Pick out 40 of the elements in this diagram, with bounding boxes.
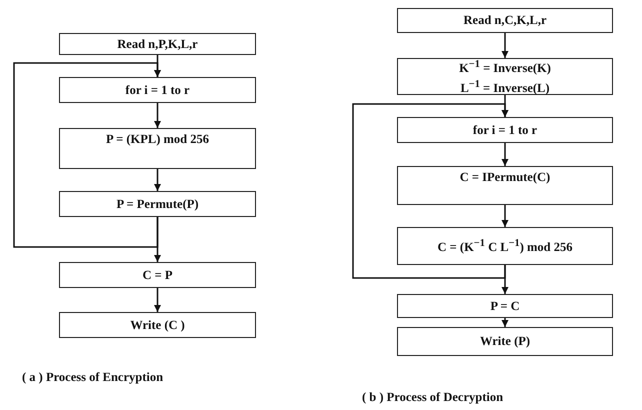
process-box <box>59 128 256 169</box>
process-box <box>397 227 613 265</box>
step-text: L$^{−1}$ = Inverse(L) <box>460 78 550 96</box>
step-text: P = C <box>490 298 520 314</box>
figure-caption: ( b ) Process of Decryption <box>362 390 504 405</box>
process-box <box>59 262 256 288</box>
arrow <box>154 288 161 312</box>
arrow <box>502 318 508 327</box>
step-text: P = Permute(P) <box>116 196 199 212</box>
process-box <box>397 294 613 318</box>
step-text: Write (C ) <box>130 318 185 332</box>
arrow <box>502 33 508 58</box>
process-box <box>59 33 256 55</box>
step-text: C = (K$^{−1}$ C L$^{−1}$) mod 256 <box>438 237 572 256</box>
arrow <box>154 169 161 191</box>
process-box <box>397 166 613 205</box>
step-text: P = (KPL) mod 256 <box>106 132 209 147</box>
process-box <box>397 117 613 143</box>
figure-caption: ( a ) Process of Encryption <box>22 370 164 385</box>
process-box <box>397 58 613 95</box>
step-text: C = P <box>142 268 173 282</box>
process-box <box>59 191 256 217</box>
arrow <box>352 103 508 279</box>
arrow <box>502 265 508 294</box>
arrow <box>502 205 508 227</box>
step-text: Write (P) <box>480 334 530 349</box>
step-text: Read n,P,K,L,r <box>117 36 198 52</box>
arrow <box>154 217 161 262</box>
step-text: for i = 1 to r <box>472 122 538 138</box>
step-text: Read n,C,K,L,r <box>464 13 546 28</box>
process-box <box>397 8 613 33</box>
step-text: C = IPermute(C) <box>460 170 550 185</box>
process-box <box>59 77 256 103</box>
arrow <box>154 103 161 128</box>
process-box <box>59 312 256 338</box>
step-text: K$^{−1}$ = Inverse(K) <box>459 58 551 76</box>
arrow <box>13 62 161 248</box>
process-box <box>397 327 613 356</box>
arrow <box>502 143 508 166</box>
step-text: for i = 1 to r <box>125 82 190 98</box>
